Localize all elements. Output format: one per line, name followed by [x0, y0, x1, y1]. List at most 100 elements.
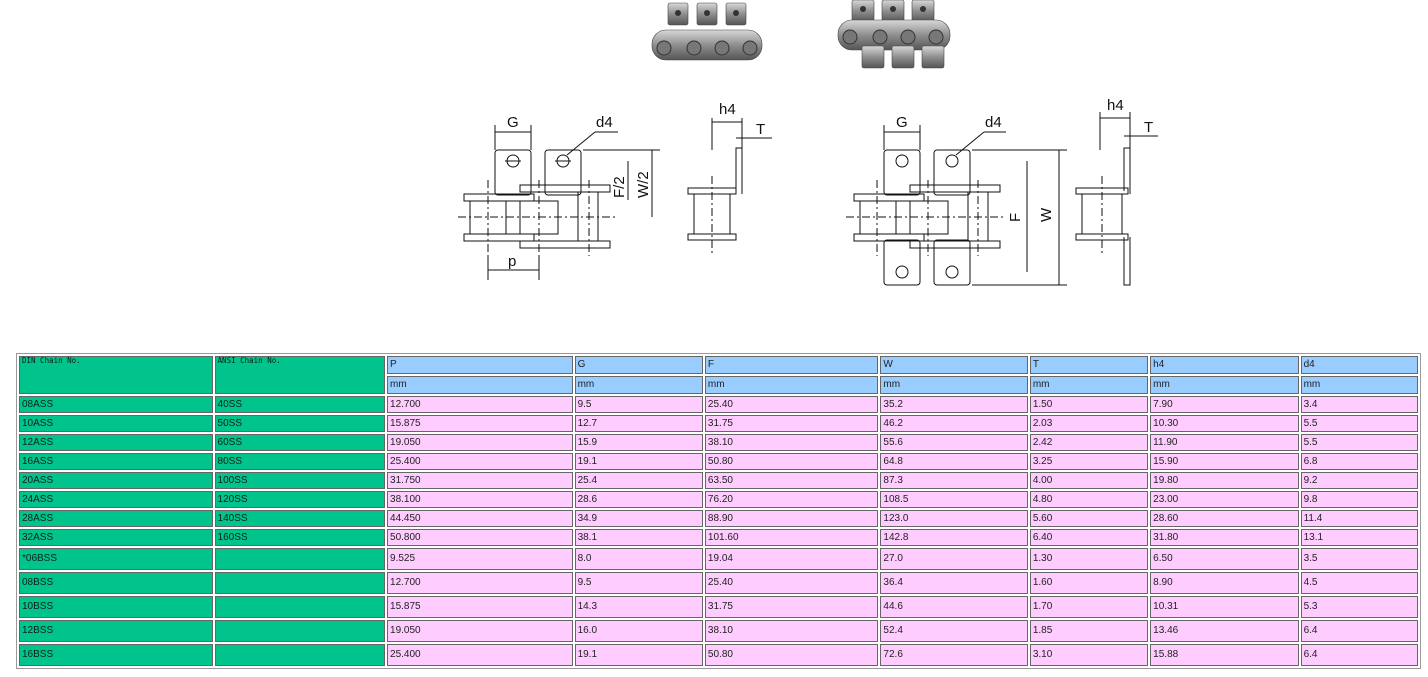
din-chain-cell: *06BSS	[19, 548, 213, 570]
drawing-double-side-view	[1075, 112, 1158, 286]
dim-label-d4-left: d4	[596, 114, 613, 131]
header-unit: mm	[880, 376, 1028, 394]
dim-label-w: W	[1038, 207, 1055, 222]
header-row-units: mm mm mm mm mm mm mm	[19, 376, 1418, 394]
header-row-dims: DIN Chain No. ANSI Chain No. P G F W T h…	[19, 356, 1418, 394]
value-cell-h4: 28.60	[1150, 510, 1299, 527]
din-chain-cell: 16ASS	[19, 453, 213, 470]
dim-label-f2: F/2	[611, 176, 628, 198]
value-cell-p: 31.750	[387, 472, 573, 489]
dim-label-h4-left: h4	[719, 101, 736, 118]
value-cell-f: 63.50	[704, 472, 879, 489]
value-cell-g: 9.5	[574, 396, 703, 413]
value-cell-d4: 6.8	[1300, 453, 1418, 470]
din-chain-cell: 10BSS	[19, 596, 213, 618]
value-cell-t: 1.60	[1029, 572, 1149, 594]
drawing-single-side-view	[687, 118, 772, 256]
drawing-double-top-view	[846, 125, 1067, 286]
dim-label-h4-right: h4	[1107, 97, 1124, 114]
value-cell-d4: 3.5	[1300, 548, 1418, 570]
value-cell-w: 52.4	[880, 620, 1028, 642]
value-cell-t: 5.60	[1029, 510, 1149, 527]
value-cell-w: 35.2	[880, 396, 1028, 413]
value-cell-t: 1.85	[1029, 620, 1149, 642]
ansi-chain-cell: 80SS	[214, 453, 386, 470]
header-dim: G	[574, 356, 703, 374]
value-cell-g: 38.1	[574, 529, 703, 546]
din-chain-cell: 12ASS	[19, 434, 213, 451]
value-cell-h4: 13.46	[1150, 620, 1299, 642]
dim-label-p: p	[508, 253, 516, 270]
value-cell-f: 50.80	[704, 453, 879, 470]
value-cell-p: 9.525	[387, 548, 573, 570]
dim-label-t-right: T	[1144, 119, 1153, 136]
value-cell-t: 4.80	[1029, 491, 1149, 508]
header-dim: d4	[1300, 356, 1418, 374]
value-cell-g: 12.7	[574, 415, 703, 432]
chain-attachment-figure: G d4 F/2 W/2 p h4 T G d4 F W h4 T	[458, 0, 1158, 286]
din-chain-cell: 32ASS	[19, 529, 213, 546]
dim-label-f: F	[1007, 213, 1024, 222]
value-cell-t: 1.50	[1029, 396, 1149, 413]
value-cell-p: 15.875	[387, 415, 573, 432]
value-cell-p: 38.100	[387, 491, 573, 508]
value-cell-t: 2.42	[1029, 434, 1149, 451]
value-cell-p: 12.700	[387, 396, 573, 413]
value-cell-w: 72.6	[880, 644, 1028, 666]
value-cell-p: 19.050	[387, 434, 573, 451]
din-chain-cell: 12BSS	[19, 620, 213, 642]
value-cell-d4: 4.5	[1300, 572, 1418, 594]
value-cell-t: 1.70	[1029, 596, 1149, 618]
ansi-chain-cell: 60SS	[214, 434, 386, 451]
din-chain-cell: 16BSS	[19, 644, 213, 666]
ansi-chain-cell	[214, 596, 386, 618]
header-unit: mm	[574, 376, 703, 394]
value-cell-h4: 8.90	[1150, 572, 1299, 594]
value-cell-f: 31.75	[704, 415, 879, 432]
header-unit: mm	[1029, 376, 1149, 394]
value-cell-w: 44.6	[880, 596, 1028, 618]
header-dim: h4	[1150, 356, 1299, 374]
value-cell-d4: 6.4	[1300, 644, 1418, 666]
value-cell-f: 19.04	[704, 548, 879, 570]
value-cell-d4: 9.2	[1300, 472, 1418, 489]
ansi-chain-cell	[214, 572, 386, 594]
dim-label-w2: W/2	[635, 171, 652, 198]
value-cell-g: 34.9	[574, 510, 703, 527]
header-unit: mm	[1300, 376, 1418, 394]
value-cell-h4: 10.31	[1150, 596, 1299, 618]
din-chain-cell: 20ASS	[19, 472, 213, 489]
value-cell-g: 15.9	[574, 434, 703, 451]
value-cell-t: 3.25	[1029, 453, 1149, 470]
value-cell-h4: 7.90	[1150, 396, 1299, 413]
value-cell-h4: 31.80	[1150, 529, 1299, 546]
value-cell-d4: 5.3	[1300, 596, 1418, 618]
value-cell-h4: 15.88	[1150, 644, 1299, 666]
ansi-chain-cell: 120SS	[214, 491, 386, 508]
value-cell-w: 142.8	[880, 529, 1028, 546]
value-cell-p: 19.050	[387, 620, 573, 642]
value-cell-f: 31.75	[704, 596, 879, 618]
din-chain-cell: 08BSS	[19, 572, 213, 594]
value-cell-f: 50.80	[704, 644, 879, 666]
value-cell-t: 6.40	[1029, 529, 1149, 546]
ansi-chain-cell: 40SS	[214, 396, 386, 413]
value-cell-h4: 10.30	[1150, 415, 1299, 432]
value-cell-d4: 11.4	[1300, 510, 1418, 527]
header-dim: F	[704, 356, 879, 374]
value-cell-g: 9.5	[574, 572, 703, 594]
dim-label-d4-right: d4	[985, 114, 1002, 131]
value-cell-f: 76.20	[704, 491, 879, 508]
value-cell-g: 19.1	[574, 644, 703, 666]
value-cell-f: 101.60	[704, 529, 879, 546]
value-cell-h4: 23.00	[1150, 491, 1299, 508]
